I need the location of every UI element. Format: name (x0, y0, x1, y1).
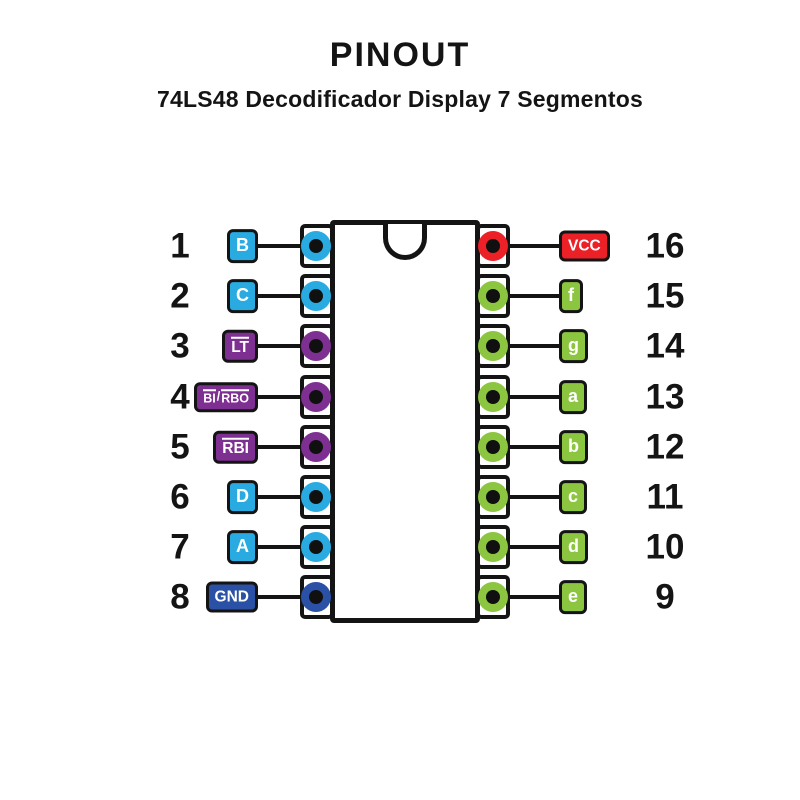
pin-wire (493, 445, 563, 449)
pin-row-10: 10 d (0, 522, 800, 572)
chip-body (330, 220, 480, 623)
pin-row-14: 14 g (0, 321, 800, 371)
pin-wire (240, 495, 318, 499)
pin-number: 13 (645, 377, 685, 417)
pin-wire (240, 595, 318, 599)
pin-hole-dot-icon (486, 289, 500, 303)
pin-hole-dot-icon (309, 390, 323, 404)
pin-hole-icon (301, 331, 331, 361)
pin-row-9: 9 e (0, 572, 800, 622)
pin-number: 16 (645, 226, 685, 266)
pin-hole-dot-icon (486, 390, 500, 404)
pin-number: 14 (645, 326, 685, 366)
pin-hole-dot-icon (309, 540, 323, 554)
pin-label-box: B (227, 229, 258, 263)
pin-label-box: D (227, 480, 258, 514)
pin-label-box: g (559, 329, 588, 363)
pin-wire (240, 545, 318, 549)
pin-row-1: 1 B (0, 221, 800, 271)
pin-hole-icon (301, 482, 331, 512)
pin-row-8: 8 GND (0, 572, 800, 622)
pin-row-5: 5 RBI (0, 422, 800, 472)
pin-row-7: 7 A (0, 522, 800, 572)
pin-hole-icon (301, 231, 331, 261)
pin-hole-icon (478, 231, 508, 261)
pin-hole-icon (301, 281, 331, 311)
pin-row-4: 4 BI/RBO (0, 372, 800, 422)
pin-hole-dot-icon (486, 590, 500, 604)
pin-hole-icon (478, 281, 508, 311)
pin-hole-icon (478, 482, 508, 512)
pin-hole-icon (478, 582, 508, 612)
pin-number: 10 (645, 527, 685, 567)
pin-hole-icon (478, 331, 508, 361)
pin-label-box: RBI (213, 430, 258, 464)
pin-number: 15 (645, 276, 685, 316)
pin-wire (240, 395, 318, 399)
pin-row-12: 12 b (0, 422, 800, 472)
pin-row-11: 11 c (0, 472, 800, 522)
pin-hole-icon (301, 382, 331, 412)
pin-label-box: BI/RBO (194, 382, 258, 412)
pin-hole-dot-icon (309, 289, 323, 303)
pin-number: 8 (170, 577, 190, 617)
pin-number: 11 (646, 477, 684, 517)
pin-wire (240, 294, 318, 298)
pin-label-box: e (559, 580, 588, 614)
pin-row-15: 15 f (0, 271, 800, 321)
pin-number: 12 (645, 427, 685, 467)
pin-wire (493, 545, 563, 549)
pin-label-box: LT (222, 329, 258, 363)
pin-label-box: b (559, 430, 588, 464)
pin-hole-dot-icon (309, 490, 323, 504)
pin-row-2: 2 C (0, 271, 800, 321)
pin-number: 6 (170, 477, 190, 517)
pin-number: 1 (170, 226, 190, 266)
pin-hole-icon (301, 532, 331, 562)
pin-label-box: VCC (559, 230, 610, 262)
pin-hole-dot-icon (486, 440, 500, 454)
pin-wire (493, 595, 563, 599)
pin-label-box: C (227, 279, 258, 313)
pin-label-box: c (559, 480, 588, 514)
chip-notch-icon (383, 224, 427, 260)
pin-label-box: d (559, 530, 588, 564)
pin-row-13: 13 a (0, 372, 800, 422)
pin-number: 7 (170, 527, 190, 567)
pin-hole-dot-icon (486, 239, 500, 253)
pin-row-3: 3 LT (0, 321, 800, 371)
pin-hole-icon (478, 532, 508, 562)
pin-hole-icon (301, 432, 331, 462)
pin-wire (240, 344, 318, 348)
pin-label-box: A (227, 530, 258, 564)
pin-hole-icon (478, 432, 508, 462)
pin-wire (493, 244, 563, 248)
pin-hole-dot-icon (309, 339, 323, 353)
page-subtitle: 74LS48 Decodificador Display 7 Segmentos (156, 86, 644, 112)
pin-number: 9 (655, 577, 675, 617)
pin-number: 5 (170, 427, 190, 467)
pin-row-16: 16 VCC (0, 221, 800, 271)
pin-label-box: f (559, 279, 583, 313)
pin-label-box: a (559, 380, 588, 414)
pin-wire (493, 395, 563, 399)
pin-number: 3 (170, 326, 190, 366)
pin-hole-icon (301, 582, 331, 612)
pin-number: 4 (170, 377, 190, 417)
pin-wire (240, 244, 318, 248)
pin-hole-dot-icon (309, 590, 323, 604)
pin-label-box: GND (205, 581, 258, 613)
pin-hole-dot-icon (486, 339, 500, 353)
pin-hole-dot-icon (309, 239, 323, 253)
pin-hole-dot-icon (309, 440, 323, 454)
pin-hole-icon (478, 382, 508, 412)
page-title: PINOUT (329, 36, 471, 74)
pin-wire (240, 445, 318, 449)
pin-hole-dot-icon (486, 540, 500, 554)
pin-hole-dot-icon (486, 490, 500, 504)
pin-wire (493, 344, 563, 348)
pin-number: 2 (170, 276, 190, 316)
pin-wire (493, 495, 563, 499)
pin-wire (493, 294, 563, 298)
